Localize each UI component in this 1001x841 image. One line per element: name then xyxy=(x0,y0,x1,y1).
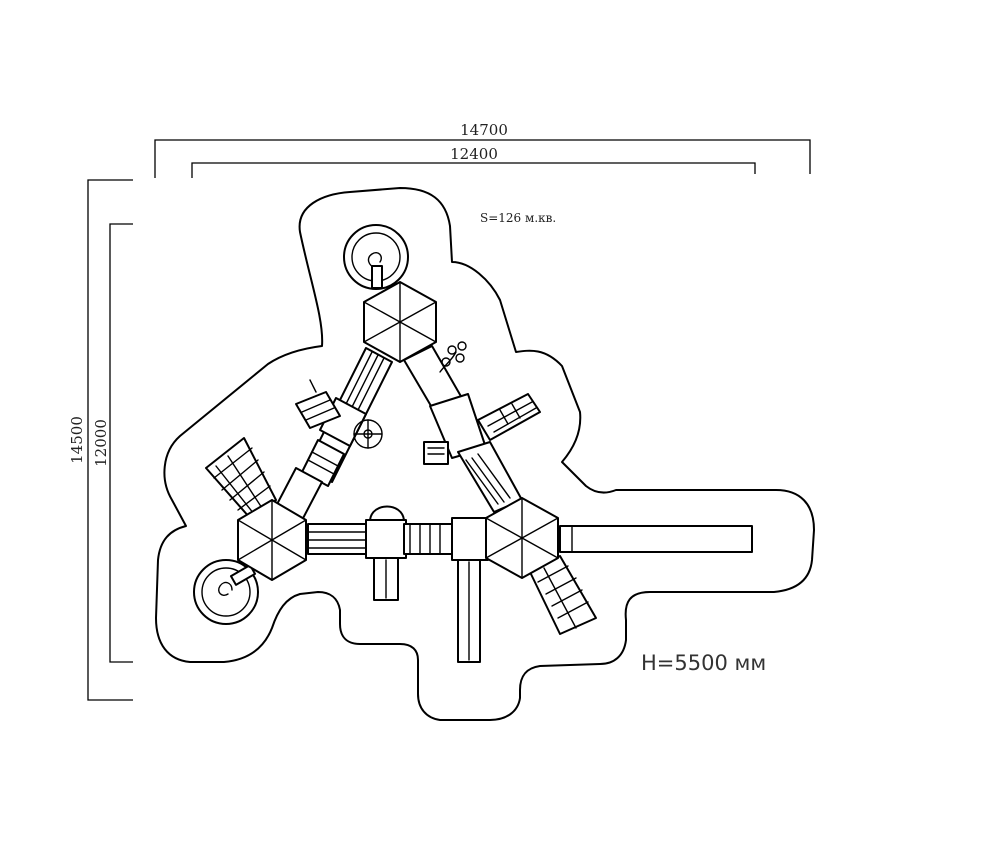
dimension-inner-width-label: 12400 xyxy=(450,145,498,163)
area-annotation: S=126 м.кв. xyxy=(480,211,556,225)
dimension-inner-depth: 12000 xyxy=(92,223,133,663)
ramp-right-diagonal xyxy=(403,345,523,513)
dimension-overall-depth-label: 14500 xyxy=(68,416,86,464)
tower-roof-left xyxy=(237,499,307,581)
tower-roof-right xyxy=(485,497,559,579)
straight-slide-right xyxy=(559,525,753,553)
dimension-inner-width: 12400 xyxy=(191,145,756,178)
dimension-overall-width-label: 14700 xyxy=(460,121,508,139)
ladder-right xyxy=(477,393,541,441)
tower-roof-top xyxy=(363,281,437,363)
safety-zone-outline xyxy=(155,187,815,721)
dimension-overall-width: 14700 xyxy=(154,121,811,178)
game-panel-right xyxy=(423,441,449,465)
ladder-left xyxy=(295,379,341,429)
dimension-inner-depth-label: 12000 xyxy=(92,419,110,467)
slide-bottom-small xyxy=(373,557,399,601)
climbing-net-left xyxy=(205,437,277,519)
bridge-bottom xyxy=(307,505,489,561)
steering-wheel-panel xyxy=(353,419,383,449)
dimension-overall-depth: 14500 xyxy=(68,179,133,701)
height-annotation: H=5500 мм xyxy=(641,651,766,675)
spiral-slide-bottom-left xyxy=(193,559,259,625)
flower-decor xyxy=(439,341,467,373)
ramp-left-diagonal xyxy=(273,347,393,525)
slide-bottom-long xyxy=(457,559,481,663)
spiral-slide-top xyxy=(343,224,409,290)
